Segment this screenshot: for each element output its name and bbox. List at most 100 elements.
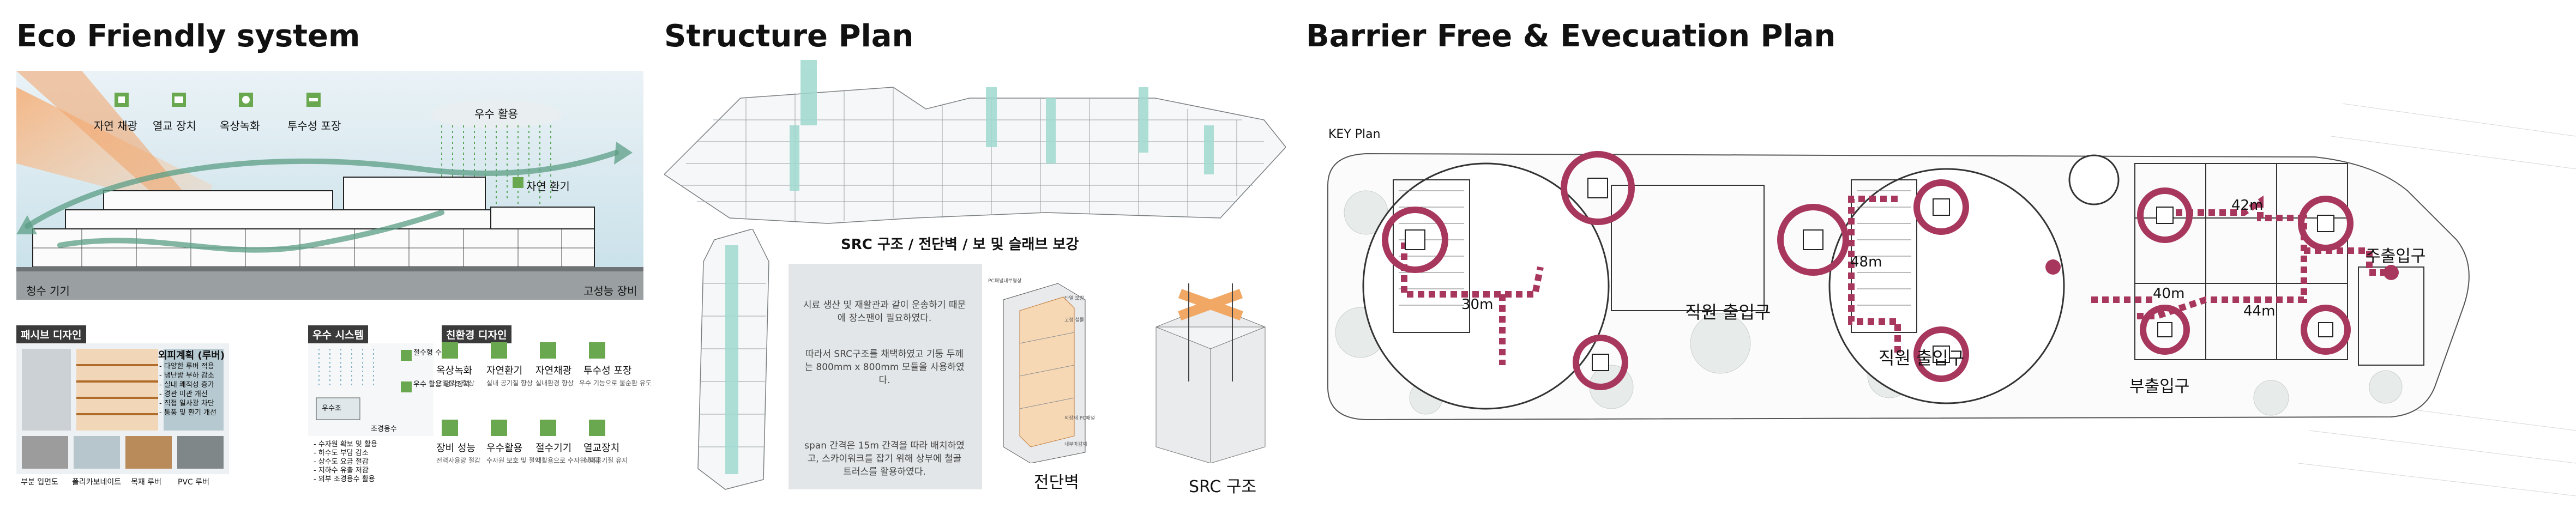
green-item-desc: 전력사용량 절감	[436, 457, 481, 464]
photo-label: 목재 루버	[131, 478, 161, 487]
green-roof-icon	[239, 93, 253, 107]
passive-design-title: 패시브 디자인	[16, 325, 86, 343]
green-design-row-2: 장비 성능 우수활용 절수기기 열교장치 전력사용량 절감 수자원 보호 및 절…	[436, 420, 643, 480]
rain-note: - 외부 조경용수 활용	[314, 475, 375, 483]
distance-label: 44m	[2243, 303, 2276, 319]
passive-design-image	[16, 343, 229, 474]
green-design-title: 친환경 디자인	[442, 325, 511, 343]
stair-rings	[1382, 151, 2354, 390]
green-item-desc: 우수 기능으로 물순환 유도	[579, 379, 652, 387]
exterior-line: - 직접 일사광 차단	[159, 399, 214, 408]
exterior-plan-list: - 다양한 루버 적용 - 냉난방 부하 감소 - 실내 쾌적성 증가 - 경관…	[159, 362, 216, 417]
green-item-title: 장비 성능	[436, 443, 476, 454]
permeable-paving-icon	[589, 342, 605, 359]
permeable-paving-icon	[306, 93, 321, 107]
key-plan-label: KEY Plan	[1328, 128, 1381, 141]
distance-label: 42m	[2231, 197, 2264, 214]
rain-label: 우수 활용 냉각장치	[413, 380, 470, 389]
rain-system-notes: - 수자원 확보 및 활용 - 하수도 부담 감소 - 상수도 요금 절감 - …	[314, 440, 377, 484]
green-item-title: 투수성 포장	[583, 365, 632, 377]
shear-wall-drawing	[992, 278, 1102, 464]
structure-tower	[693, 228, 774, 490]
key-plan-drawing	[1306, 103, 2576, 507]
structure-paragraph: 따라서 SRC구조를 채택하였고 기둥 두께는 800mm x 800mm 모듈…	[804, 349, 965, 386]
staff-entrance-label: 직원 출입구	[1685, 302, 1771, 323]
barrier-title: Barrier Free & Evecuation Plan	[1306, 19, 1836, 54]
label-water-device: 청수 기기	[26, 284, 70, 298]
exterior-line: - 실내 쾌적성 증가	[159, 381, 214, 389]
label-green-roof: 옥상녹화	[220, 119, 260, 132]
green-item-title: 자연환기	[486, 365, 523, 377]
photo-label: PVC 루버	[178, 478, 210, 487]
water-saving-icon	[540, 420, 556, 436]
exit-dot	[2045, 259, 2061, 275]
shear-wall-label: 전단벽	[1034, 473, 1079, 492]
rain-note: - 수자원 확보 및 활용	[314, 440, 377, 449]
rain-note: - 상수도 요금 절감	[314, 458, 369, 466]
structure-heading: SRC 구조 / 전단벽 / 보 및 슬래브 보강	[841, 237, 1079, 253]
daylight-icon	[540, 342, 556, 359]
eco-title: Eco Friendly system	[16, 19, 360, 54]
structure-title: Structure Plan	[664, 19, 914, 54]
photo-label: 폴리카보네이트	[72, 478, 122, 487]
distance-label: 30m	[1461, 296, 1494, 313]
wall-note: 외장재 PC패널	[1064, 416, 1095, 421]
rain-note: - 지하수 유출 저감	[314, 466, 369, 475]
main-entrance-label: 주출입구	[2366, 247, 2426, 266]
label-heat-exchange: 열교 장치	[153, 119, 196, 132]
rain-use-icon	[491, 420, 507, 436]
exterior-line: - 냉난방 부하 감소	[159, 372, 214, 380]
wall-note: 내부마감재	[1064, 442, 1087, 447]
exit-dot	[2384, 265, 2399, 280]
exterior-line: - 경관 미관 개선	[159, 390, 208, 398]
distance-label: 48m	[1850, 254, 1882, 270]
rain-label: 절수형 수전	[413, 349, 448, 357]
eco-section-diagram	[16, 71, 643, 300]
heat-exchange-icon	[172, 93, 186, 107]
rain-system-diagram	[308, 343, 434, 436]
wall-note: PC패널내부형상	[988, 278, 1022, 284]
green-design-row-1: 옥상녹화 자연환기 자연채광 투수성 포장 단열성능 향상 실내 공기질 향상 …	[436, 342, 652, 402]
photo-label: 부분 입면도	[21, 478, 58, 487]
structure-paragraph: 시료 생산 및 재활관과 같이 운송하기 때문에 장스팬이 필요하였다.	[803, 300, 966, 324]
label-natural-vent: 자연 환기	[526, 180, 570, 193]
green-item-title: 자연채광	[535, 365, 572, 377]
structure-text-box: span 간격은 15m 간격을 따라 배치하였고, 스카이워크를 잡기 위해 …	[789, 264, 982, 489]
green-item-desc: 단열성능 향상	[436, 379, 475, 387]
label-permeable-paving: 투수성 포장	[287, 119, 341, 132]
rain-label: 조경용수	[371, 425, 397, 433]
equipment-icon	[442, 420, 458, 436]
green-item-desc: 실내 공기질 향상	[486, 379, 533, 387]
green-item-desc: 수자원 보호 및 절약	[486, 457, 541, 464]
green-item-desc: 재활용으로 수자원 절약	[535, 457, 600, 464]
green-item-desc: 실내공기질 유지	[583, 457, 628, 464]
rain-system-title: 우수 시스템	[308, 325, 369, 343]
natural-vent-icon	[491, 342, 507, 359]
rain-note: - 하수도 부담 감소	[314, 449, 369, 457]
structure-paragraph: span 간격은 15m 간격을 따라 배치하였고, 스카이워크를 잡기 위해 …	[804, 440, 965, 477]
green-item-title: 절수기기	[535, 443, 572, 454]
structure-axonometric	[663, 54, 1286, 229]
exterior-line: - 다양한 루버 적용	[159, 362, 214, 371]
vent-icon	[513, 177, 523, 188]
label-daylight: 자연 채광	[94, 119, 137, 132]
heat-exchange-icon	[589, 420, 605, 436]
sub-entrance-label: 부출입구	[2129, 377, 2190, 396]
src-structure-label: SRC 구조	[1189, 477, 1257, 496]
distance-label: 40m	[2153, 286, 2185, 302]
green-item-title: 우수활용	[486, 443, 523, 454]
wall-note: 단열 보강	[1064, 296, 1084, 301]
exterior-plan-title: 외피계획 (루버)	[158, 350, 225, 361]
daylight-icon	[115, 93, 129, 107]
staff-entrance-label: 직원 출입구	[1879, 348, 1965, 368]
label-high-efficiency: 고성능 장비	[583, 284, 637, 298]
rain-label: 우수조	[322, 404, 341, 413]
green-item-title: 열교장치	[583, 443, 620, 454]
green-item-title: 옥상녹화	[436, 365, 473, 377]
exterior-line: - 통풍 및 환기 개선	[159, 409, 216, 417]
wall-note: 고정 철물	[1064, 318, 1084, 323]
green-item-desc: 실내환경 향상	[535, 379, 574, 387]
green-roof-icon	[442, 342, 458, 359]
src-structure-drawing	[1145, 283, 1276, 464]
label-rain-use: 우수 활용	[474, 107, 518, 120]
